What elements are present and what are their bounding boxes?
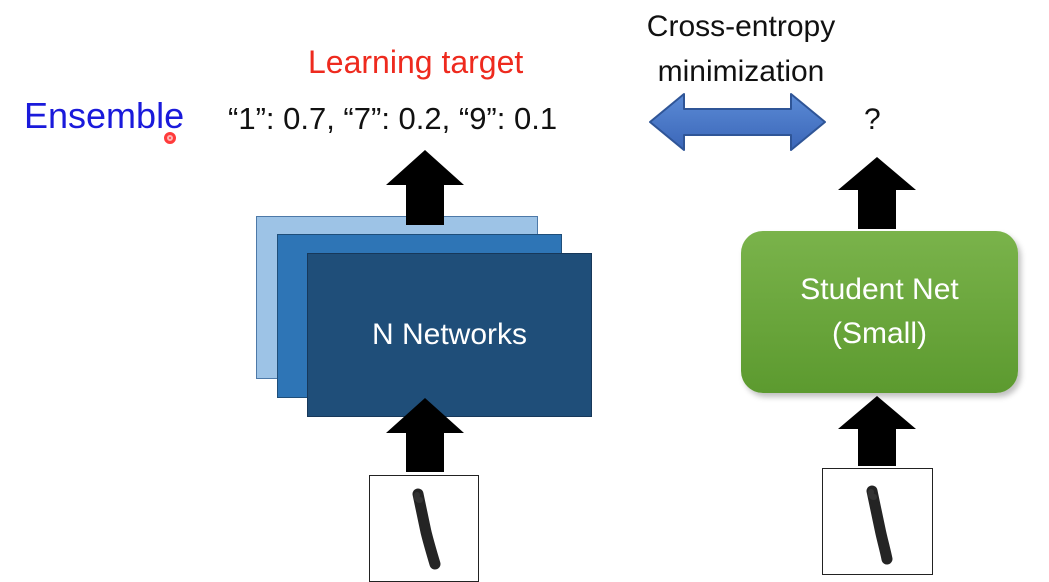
cross-entropy-label: Cross-entropy minimization — [620, 4, 862, 94]
up-arrow-icon — [838, 157, 916, 229]
target-distribution: “1”: 0.7, “7”: 0.2, “9”: 0.1 — [228, 101, 558, 136]
handwritten-one-icon — [412, 488, 441, 570]
cursor-dot-icon — [164, 132, 176, 144]
up-arrow-icon — [386, 150, 464, 225]
up-arrow-icon — [838, 396, 916, 466]
n-networks-label: N Networks — [371, 318, 528, 351]
n-networks-box: N Networks — [307, 253, 592, 417]
handwritten-one-icon — [866, 485, 893, 565]
learning-target-label: Learning target — [308, 44, 524, 80]
double-arrow-icon — [649, 93, 826, 151]
input-digit-image — [822, 468, 933, 575]
up-arrow-icon — [386, 398, 464, 472]
cross-entropy-line1: Cross-entropy — [646, 10, 836, 43]
cross-entropy-line2: minimization — [657, 55, 825, 88]
student-net-line1: Student Net — [800, 273, 959, 306]
student-output-unknown: ? — [864, 103, 881, 136]
input-digit-image — [369, 475, 479, 582]
ensemble-label: Ensemble — [24, 95, 185, 136]
student-net-box: Student Net (Small) — [741, 231, 1018, 393]
student-net-line2: (Small) — [832, 317, 927, 350]
